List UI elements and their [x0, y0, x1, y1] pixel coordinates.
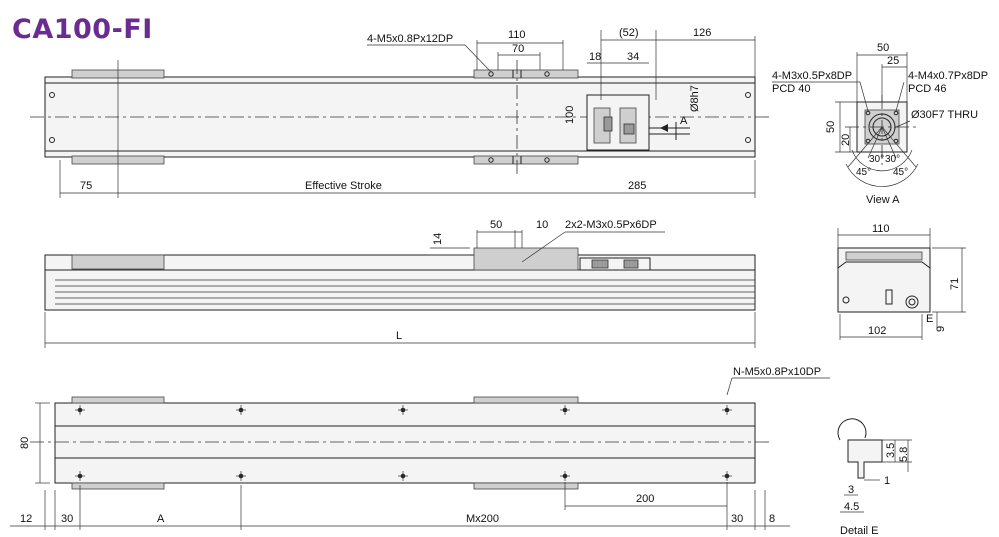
dim-30-left: 30 — [61, 513, 73, 525]
bottom-cover-left — [71, 396, 165, 404]
dim-A: A — [157, 513, 165, 525]
angle-45-right: 45° — [893, 167, 908, 178]
bottom-carriage — [473, 396, 579, 404]
hole-marker — [398, 405, 408, 415]
dim-110-top: 110 — [508, 29, 526, 41]
side-view: 50 10 14 2x2-M3x0.5Px6DP L — [44, 219, 756, 348]
view-a-bore: Ø30F7 THRU — [911, 109, 978, 121]
detail-dim-5-8: 5.8 — [898, 447, 910, 462]
top-dimensions: 110 70 (52) 126 18 34 100 Ø8h7 — [59, 27, 756, 198]
dim-80: 80 — [19, 437, 31, 449]
side-tap-callout: 2x2-M3x0.5Px6DP — [565, 219, 657, 231]
end-dim-102: 102 — [868, 325, 886, 337]
dim-8h7: Ø8h7 — [689, 85, 701, 112]
side-cover-left — [71, 254, 165, 270]
angle-30-left: 30° — [869, 154, 884, 165]
dim-14: 14 — [432, 233, 444, 245]
dim-30-right: 30 — [731, 513, 743, 525]
hole-marker — [398, 471, 408, 481]
top-view: A 110 70 (52) 126 18 — [30, 27, 770, 198]
hole-marker — [236, 405, 246, 415]
view-a-dim-25: 25 — [887, 55, 899, 67]
hole-marker — [236, 471, 246, 481]
hole-marker — [722, 405, 732, 415]
dim-Mx200: Mx200 — [466, 513, 499, 525]
view-a: 30° 30° 45° 45° 50 25 50 20 4-M3x0.5Px8D… — [772, 42, 988, 206]
view-a-callout-right-1: 4-M4x0.7Px8DP — [908, 70, 988, 82]
dim-12: 12 — [20, 513, 32, 525]
end-view: 110 71 E 9 102 — [837, 223, 966, 340]
dim-18: 18 — [589, 51, 601, 63]
dim-200: 200 — [636, 493, 654, 505]
effective-stroke: Effective Stroke — [305, 180, 382, 192]
angle-45-left: 45° — [856, 167, 871, 178]
view-a-callout-right-2: PCD 46 — [908, 83, 947, 95]
side-motor-block — [579, 257, 651, 271]
hole-marker — [75, 471, 85, 481]
dim-50-side: 50 — [490, 219, 502, 231]
dim-75: 75 — [80, 180, 92, 192]
view-a-dim-50-vertical: 50 — [825, 121, 837, 133]
dim-34: 34 — [627, 51, 639, 63]
detail-e: 3.5 5.8 1 3 4.5 Detail E — [837, 418, 912, 537]
end-profile — [837, 247, 931, 313]
view-a-dim-20: 20 — [840, 134, 852, 146]
detail-e-label: Detail E — [840, 525, 879, 537]
angle-30-right: 30° — [885, 154, 900, 165]
detail-dim-1: 1 — [884, 475, 890, 487]
carriage-top-upper — [473, 69, 579, 79]
view-a-label: View A — [866, 194, 900, 206]
view-a-arrow-label: A — [680, 115, 688, 127]
hole-marker — [75, 405, 85, 415]
dim-10-side: 10 — [536, 219, 548, 231]
bottom-body — [54, 402, 756, 484]
mounting-holes — [75, 405, 732, 481]
dim-8: 8 — [769, 513, 775, 525]
hole-marker — [560, 405, 570, 415]
bottom-tap-callout: N-M5x0.8Px10DP — [733, 366, 821, 378]
model-title: CA100-FI — [12, 14, 153, 45]
view-a-dim-50: 50 — [877, 42, 889, 54]
hole-marker — [722, 471, 732, 481]
detail-dim-4-5: 4.5 — [844, 501, 859, 513]
end-dim-110: 110 — [872, 223, 890, 235]
dim-100: 100 — [564, 106, 576, 124]
view-a-callout-left-2: PCD 40 — [772, 83, 811, 95]
motor-block: A — [586, 94, 690, 151]
view-a-callout-left-1: 4-M3x0.5Px8DP — [772, 70, 852, 82]
dim-70-top: 70 — [512, 43, 524, 55]
end-dim-9: 9 — [935, 326, 947, 332]
dim-126: 126 — [693, 27, 711, 39]
bottom-view: N-M5x0.8Px10DP 80 200 12 30 A Mx200 30 8 — [10, 366, 830, 530]
dim-L: L — [396, 330, 402, 342]
end-dim-71: 71 — [949, 278, 961, 290]
carriage-top-lower — [473, 155, 579, 165]
top-tap-callout: 4-M5x0.8Px12DP — [367, 33, 453, 45]
hole-marker — [560, 471, 570, 481]
dim-52: (52) — [619, 27, 639, 39]
dim-285: 285 — [628, 180, 646, 192]
detail-dim-3: 3 — [848, 484, 854, 496]
detail-e-marker: E — [926, 313, 933, 325]
detail-dim-3-5: 3.5 — [885, 443, 897, 458]
